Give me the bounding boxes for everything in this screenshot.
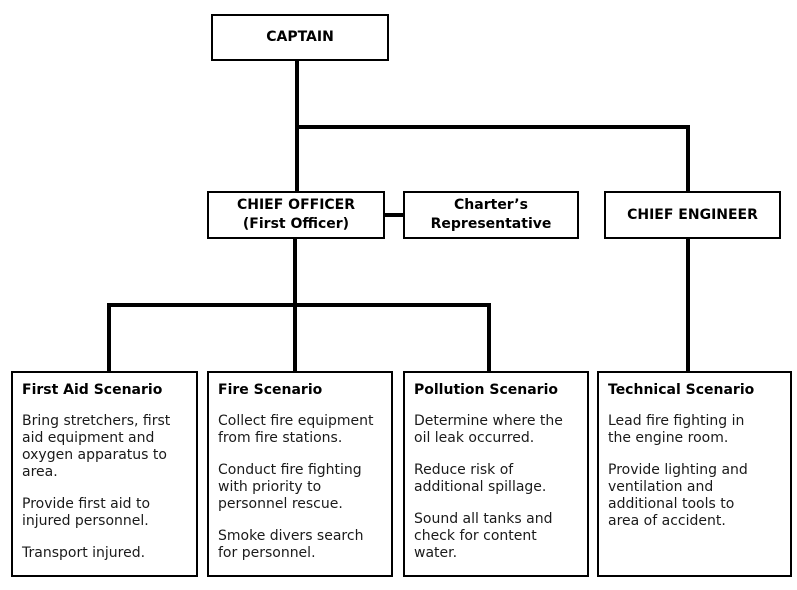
connector-top-horizontal-branch [295,125,690,129]
scenario-title: Technical Scenario [608,382,755,398]
node-charter-label-line1: Charter’s [454,197,528,214]
connector-to-chief-engineer [686,125,690,191]
connector-bottom-horizontal-branch [107,303,491,307]
node-chief-officer: CHIEF OFFICER (First Officer) [207,191,385,239]
scenario-paragraph: Determine where the oil leak occurred. [414,412,563,446]
scenario-title: Pollution Scenario [414,382,559,398]
scenario-paragraph: Bring stretchers, first aid equipment an… [22,412,171,480]
scenario-paragraph: Provide first aid to injured personnel. [22,495,151,529]
connector-to-pollution [487,303,491,371]
node-charters-representative: Charter’s Representative [403,191,579,239]
node-captain-label: CAPTAIN [266,29,334,46]
scenario-box-technical: Technical Scenario Lead fire fighting in… [597,371,792,577]
scenario-box-pollution: Pollution Scenario Determine where the o… [403,371,589,577]
scenario-box-fire: Fire Scenario Collect fire equipment fro… [207,371,393,577]
node-chief-engineer-label: CHIEF ENGINEER [627,206,758,223]
scenario-paragraph: Transport injured. [22,544,146,561]
scenario-paragraph: Lead fire fighting in the engine room. [608,412,745,446]
scenario-paragraph: Conduct fire fighting with priority to p… [218,461,362,512]
scenario-paragraph: Provide lighting and ventilation and add… [608,461,748,529]
scenario-paragraph: Smoke divers search for personnel. [218,527,364,561]
connector-to-first-aid [107,303,111,371]
scenario-box-first-aid: First Aid Scenario Bring stretchers, fir… [11,371,198,577]
scenario-paragraph: Reduce risk of additional spillage. [414,461,547,495]
node-chief-engineer: CHIEF ENGINEER [604,191,781,239]
scenario-paragraph: Sound all tanks and check for content wa… [414,510,553,561]
node-charter-label-line2: Representative [430,216,552,232]
scenario-title: First Aid Scenario [22,382,163,398]
connector-officer-to-charter [385,213,403,217]
node-chief-officer-label-line1: CHIEF OFFICER [236,197,356,214]
connector-engineer-to-technical [686,239,690,371]
node-chief-officer-label-line2: (First Officer) [242,216,350,232]
node-captain: CAPTAIN [211,14,389,61]
scenario-title: Fire Scenario [218,382,323,398]
scenario-paragraph: Collect fire equipment from fire station… [218,412,374,446]
